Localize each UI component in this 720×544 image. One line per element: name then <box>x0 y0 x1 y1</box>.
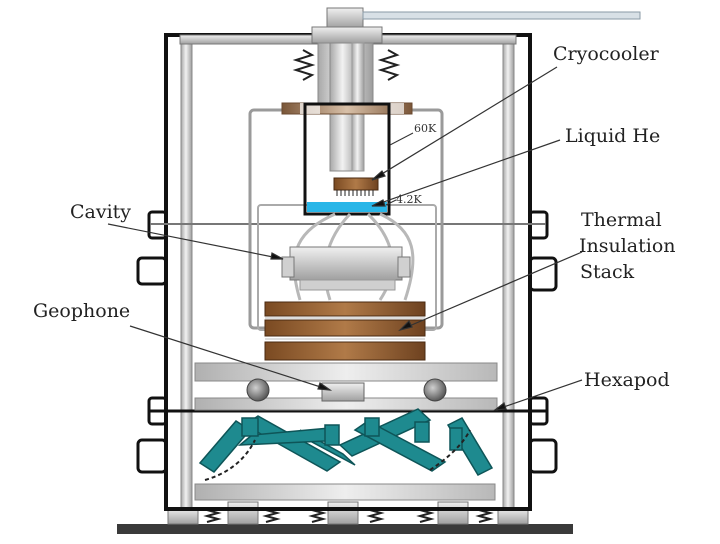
base-isolators <box>167 501 529 525</box>
cryocooler-head <box>326 7 364 29</box>
bottom-hexapod-plate <box>194 483 496 501</box>
cryocooler-pipe <box>362 11 641 20</box>
label-hexapod: Hexapod <box>584 369 670 391</box>
label-liquid-he: Liquid He <box>565 125 661 147</box>
right-column <box>502 43 515 511</box>
left-column <box>180 43 193 511</box>
label-60k: 60K <box>414 122 437 135</box>
cold-tip <box>333 177 379 191</box>
thermal-insulation-stack <box>264 301 426 361</box>
upper-hexapod-plate <box>194 362 498 382</box>
side-flanges <box>136 210 558 474</box>
cavity-body <box>289 246 403 281</box>
top-spring-right <box>377 49 401 81</box>
liquid-he <box>307 202 387 212</box>
leader-lines <box>107 66 583 411</box>
label-cryocooler: Cryocooler <box>553 43 659 65</box>
geophone <box>321 382 365 402</box>
label-thermal: Thermal <box>581 209 662 231</box>
label-4k: 4.2K <box>396 193 422 206</box>
label-geophone: Geophone <box>33 300 131 322</box>
label-cavity: Cavity <box>70 201 132 223</box>
label-stack: Stack <box>580 261 635 283</box>
dewar <box>303 102 391 216</box>
top-spring-left <box>292 49 316 81</box>
label-insulation: Insulation <box>579 235 676 257</box>
base-floor <box>117 524 573 534</box>
